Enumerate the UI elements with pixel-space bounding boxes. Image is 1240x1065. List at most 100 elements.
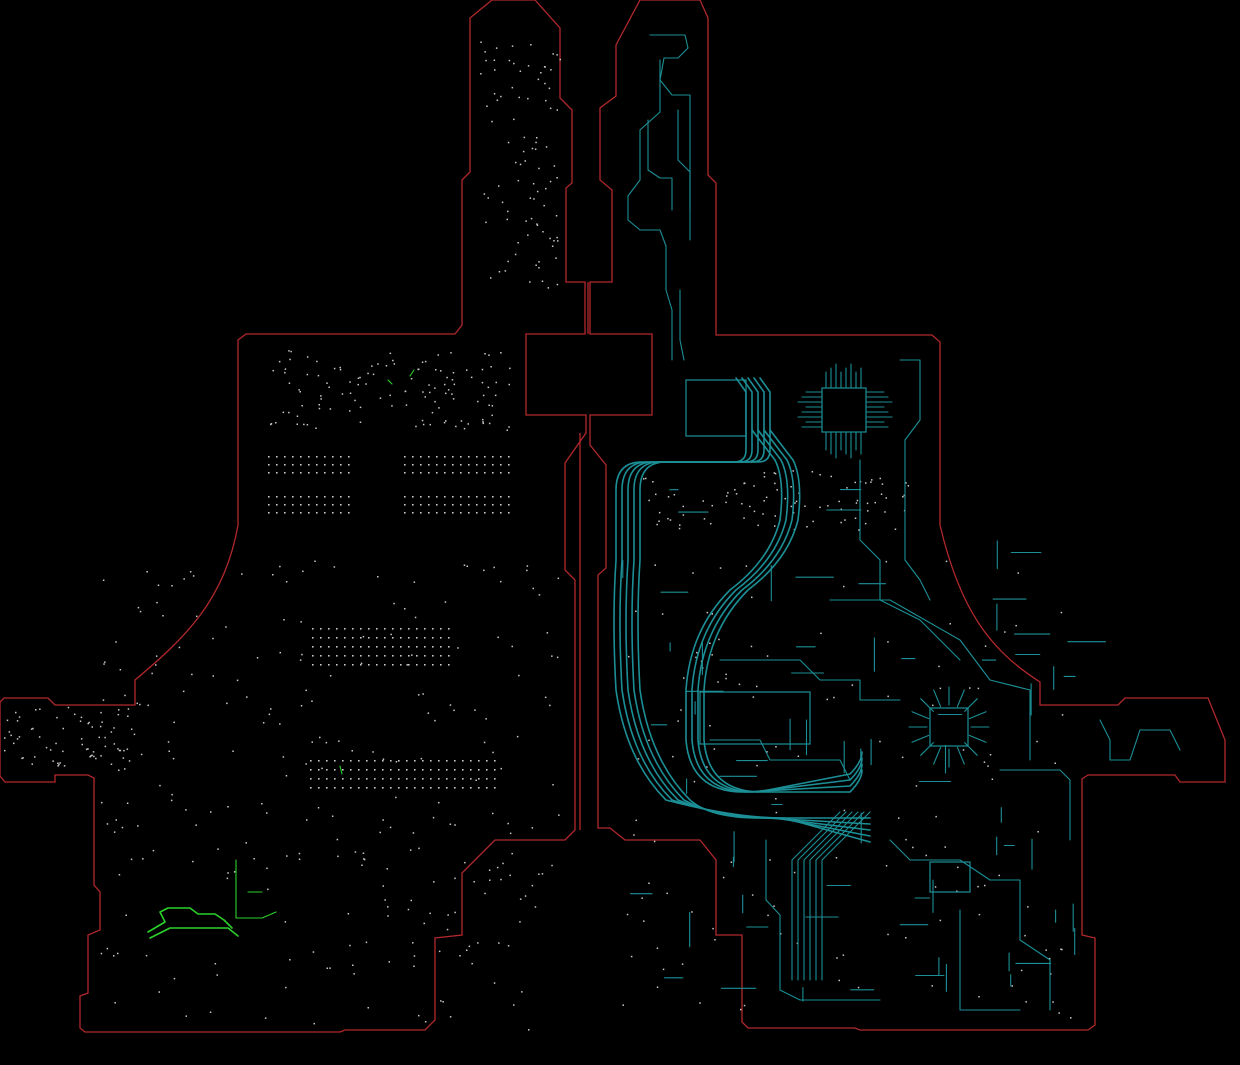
via: [316, 360, 318, 363]
via: [354, 399, 356, 402]
via: [775, 798, 777, 800]
via: [55, 742, 57, 745]
via: [421, 419, 424, 422]
via: [18, 716, 21, 718]
via: [126, 748, 129, 750]
via: [898, 817, 900, 819]
via: [392, 646, 394, 648]
ic-connector-top: [685, 379, 747, 437]
via: [998, 874, 1000, 877]
via: [308, 456, 310, 458]
chip-fanout-trace: [911, 711, 930, 720]
via: [486, 760, 488, 762]
via: [444, 504, 446, 506]
via: [485, 221, 487, 224]
via: [497, 636, 499, 639]
via: [550, 69, 552, 71]
bus-trace-inner: [685, 429, 863, 793]
via: [155, 655, 158, 657]
via: [527, 97, 529, 100]
via: [317, 374, 320, 377]
via: [353, 973, 355, 975]
via: [310, 769, 312, 771]
via: [559, 58, 561, 61]
via: [843, 809, 846, 812]
via: [630, 955, 633, 958]
via: [934, 886, 937, 888]
via: [349, 381, 351, 383]
via: [357, 383, 359, 386]
via: [658, 511, 661, 514]
via: [440, 646, 442, 648]
via: [342, 769, 344, 771]
via: [300, 464, 302, 466]
via: [4, 737, 6, 739]
via: [446, 928, 449, 931]
via: [368, 628, 370, 630]
chip-fanout-trace: [956, 746, 965, 765]
via: [525, 220, 527, 222]
via: [866, 502, 869, 505]
via: [492, 456, 494, 458]
via: [978, 913, 981, 916]
via: [784, 497, 786, 500]
via: [320, 664, 322, 666]
via: [478, 778, 480, 780]
bus-trace-outer: [631, 377, 871, 825]
via: [656, 986, 659, 988]
via: [404, 504, 406, 506]
via: [113, 743, 116, 745]
via: [476, 456, 478, 458]
via: [838, 500, 840, 503]
via: [648, 739, 650, 742]
via: [332, 472, 334, 474]
via: [103, 663, 105, 665]
via: [102, 699, 105, 701]
via: [471, 962, 473, 965]
via: [268, 496, 270, 498]
via: [653, 840, 656, 843]
via: [57, 762, 59, 764]
via: [311, 741, 313, 743]
via: [635, 819, 637, 822]
via: [183, 578, 185, 580]
via: [871, 479, 873, 481]
via: [484, 353, 486, 355]
via: [4, 749, 6, 752]
via: [428, 512, 430, 514]
via: [885, 560, 888, 563]
via: [744, 482, 746, 484]
via: [470, 376, 473, 379]
via: [386, 868, 388, 870]
via: [448, 628, 450, 630]
via: [538, 261, 540, 263]
via: [672, 755, 674, 758]
via: [90, 755, 92, 757]
via: [87, 722, 89, 725]
via: [275, 422, 277, 424]
via: [468, 456, 470, 458]
via: [155, 664, 157, 666]
via: [400, 637, 402, 639]
lower-bus-trace: [821, 811, 871, 981]
via: [414, 760, 416, 762]
via: [448, 655, 450, 657]
via: [709, 642, 711, 644]
via: [826, 698, 828, 701]
via: [318, 787, 320, 789]
via: [460, 512, 462, 514]
via: [643, 478, 645, 480]
via: [856, 499, 859, 502]
via: [420, 456, 422, 458]
via: [912, 846, 914, 849]
via: [379, 397, 382, 399]
tab-trace: [647, 119, 673, 211]
via: [884, 511, 886, 513]
via: [756, 764, 758, 767]
via: [445, 420, 447, 422]
via: [368, 655, 370, 657]
via: [104, 745, 107, 748]
via: [289, 358, 291, 361]
via: [493, 93, 496, 95]
